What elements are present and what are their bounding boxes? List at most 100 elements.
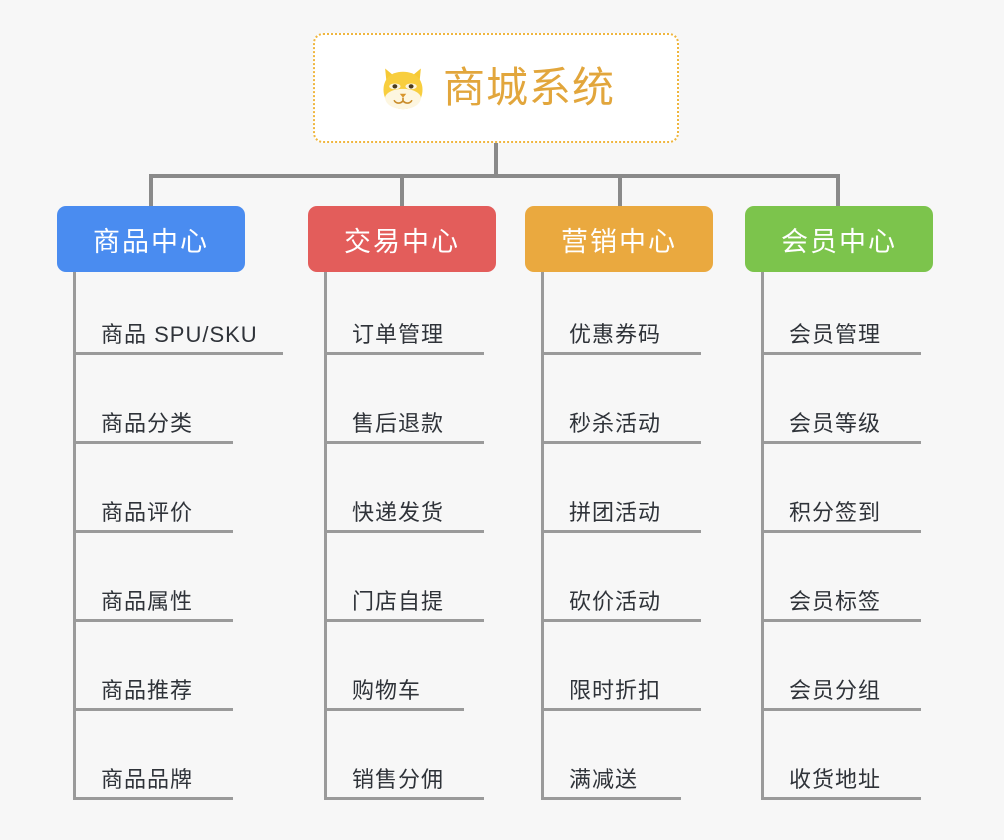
leaf-item-underline: [761, 797, 921, 800]
leaf-item[interactable]: 商品分类: [57, 361, 245, 450]
connector-drop-4: [836, 174, 840, 208]
leaf-item[interactable]: 订单管理: [308, 272, 496, 361]
leaf-list: 优惠券码秒杀活动拼团活动砍价活动限时折扣满减送: [525, 272, 713, 806]
leaf-item[interactable]: 会员等级: [745, 361, 933, 450]
leaf-item-underline: [324, 619, 484, 622]
leaf-item-label: 快递发货: [352, 500, 445, 525]
branch-rail: [761, 272, 764, 800]
leaf-item-label: 商品属性: [101, 589, 194, 614]
leaf-item[interactable]: 砍价活动: [525, 539, 713, 628]
leaf-item-underline: [761, 708, 921, 711]
leaf-item[interactable]: 商品品牌: [57, 717, 245, 806]
branch-header-label: 交易中心: [344, 226, 460, 257]
connector-bus: [149, 174, 839, 178]
leaf-list: 会员管理会员等级积分签到会员标签会员分组收货地址: [745, 272, 933, 806]
branch-header[interactable]: 营销中心: [525, 206, 713, 272]
root-node[interactable]: 商城系统: [313, 33, 679, 143]
leaf-item-underline: [73, 352, 283, 355]
leaf-item-underline: [324, 530, 484, 533]
leaf-item[interactable]: 限时折扣: [525, 628, 713, 717]
leaf-item-underline: [761, 619, 921, 622]
branch-header[interactable]: 交易中心: [308, 206, 496, 272]
branch-header-label: 营销中心: [561, 226, 677, 257]
leaf-item-label: 门店自提: [352, 589, 445, 614]
leaf-item-label: 商品评价: [101, 500, 194, 525]
branch-header-label: 商品中心: [93, 226, 209, 257]
branch-column: 交易中心订单管理售后退款快递发货门店自提购物车销售分佣: [308, 206, 496, 806]
leaf-item[interactable]: 收货地址: [745, 717, 933, 806]
leaf-item[interactable]: 商品推荐: [57, 628, 245, 717]
leaf-item-label: 商品 SPU/SKU: [101, 322, 258, 347]
leaf-item-label: 售后退款: [352, 411, 445, 436]
connector-drop-1: [149, 174, 153, 208]
branch-rail: [73, 272, 76, 800]
leaf-item-underline: [324, 797, 484, 800]
leaf-item[interactable]: 秒杀活动: [525, 361, 713, 450]
leaf-item-underline: [73, 708, 233, 711]
connector-drop-2: [400, 174, 404, 208]
leaf-item-underline: [541, 530, 701, 533]
leaf-item-underline: [73, 619, 233, 622]
branch-column: 会员中心会员管理会员等级积分签到会员标签会员分组收货地址: [745, 206, 933, 806]
branch-column: 商品中心商品 SPU/SKU 商品分类商品评价商品属性商品推荐商品品牌: [57, 206, 283, 806]
leaf-item-underline: [541, 708, 701, 711]
leaf-item[interactable]: 售后退款: [308, 361, 496, 450]
leaf-item[interactable]: 购物车: [308, 628, 496, 717]
branch-column: 营销中心优惠券码秒杀活动拼团活动砍价活动限时折扣满减送: [525, 206, 713, 806]
leaf-item[interactable]: 快递发货: [308, 450, 496, 539]
leaf-item-underline: [761, 530, 921, 533]
leaf-item-label: 购物车: [352, 678, 422, 703]
leaf-item[interactable]: 优惠券码: [525, 272, 713, 361]
branch-rail: [324, 272, 327, 800]
leaf-item[interactable]: 积分签到: [745, 450, 933, 539]
leaf-item-label: 会员分组: [789, 678, 882, 703]
leaf-item-underline: [761, 352, 921, 355]
leaf-item-label: 销售分佣: [352, 767, 445, 792]
leaf-item[interactable]: 商品评价: [57, 450, 245, 539]
leaf-item-underline: [761, 441, 921, 444]
leaf-item[interactable]: 会员分组: [745, 628, 933, 717]
leaf-item-label: 收货地址: [789, 767, 882, 792]
leaf-item-label: 秒杀活动: [569, 411, 662, 436]
leaf-item-label: 商品分类: [101, 411, 194, 436]
leaf-item[interactable]: 商品属性: [57, 539, 245, 628]
branch-header-label: 会员中心: [781, 226, 897, 257]
leaf-item-label: 满减送: [569, 767, 639, 792]
shiba-mascot-icon: [383, 68, 423, 110]
leaf-item-underline: [541, 352, 701, 355]
leaf-item[interactable]: 商品 SPU/SKU: [57, 272, 283, 361]
leaf-list: 订单管理售后退款快递发货门店自提购物车销售分佣: [308, 272, 496, 806]
leaf-item-label: 砍价活动: [569, 589, 662, 614]
leaf-item[interactable]: 会员管理: [745, 272, 933, 361]
leaf-item-underline: [73, 441, 233, 444]
leaf-item-underline: [324, 352, 484, 355]
leaf-item[interactable]: 销售分佣: [308, 717, 496, 806]
leaf-item-label: 会员管理: [789, 322, 882, 347]
leaf-item-label: 限时折扣: [569, 678, 662, 703]
root-title: 商城系统: [442, 64, 615, 111]
leaf-item-label: 优惠券码: [569, 322, 662, 347]
leaf-item[interactable]: 门店自提: [308, 539, 496, 628]
leaf-item-label: 商品推荐: [101, 678, 194, 703]
leaf-item-label: 积分签到: [789, 500, 882, 525]
branch-rail: [541, 272, 544, 800]
leaf-list: 商品 SPU/SKU 商品分类商品评价商品属性商品推荐商品品牌: [57, 272, 283, 806]
leaf-item[interactable]: 拼团活动: [525, 450, 713, 539]
connector-root-stem: [494, 143, 498, 176]
branch-header[interactable]: 会员中心: [745, 206, 933, 272]
leaf-item-label: 拼团活动: [569, 500, 662, 525]
leaf-item[interactable]: 满减送: [525, 717, 713, 806]
leaf-item[interactable]: 会员标签: [745, 539, 933, 628]
leaf-item-underline: [541, 797, 681, 800]
leaf-item-label: 会员标签: [789, 589, 882, 614]
connector-drop-3: [618, 174, 622, 208]
leaf-item-underline: [324, 441, 484, 444]
branch-header[interactable]: 商品中心: [57, 206, 245, 272]
leaf-item-underline: [324, 708, 464, 711]
leaf-item-underline: [73, 530, 233, 533]
leaf-item-underline: [541, 441, 701, 444]
leaf-item-label: 订单管理: [352, 322, 445, 347]
leaf-item-underline: [73, 797, 233, 800]
leaf-item-underline: [541, 619, 701, 622]
